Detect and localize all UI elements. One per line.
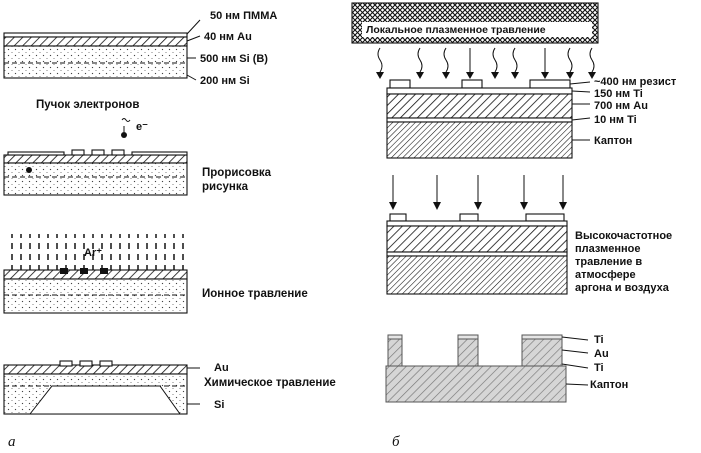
electron-beam-label: Пучок электронов xyxy=(36,99,139,111)
electron-beam-icon xyxy=(121,118,131,138)
panel-a: 50 нм ПММА 40 нм Au 500 нм Si (B) 200 нм… xyxy=(3,10,336,450)
final-label-au: Au xyxy=(594,348,609,360)
stack-a-chem-etch xyxy=(3,360,188,415)
stack-a-leaders xyxy=(186,19,201,81)
panel-b: Локальное плазменное травление xyxy=(351,2,677,450)
stack-b-leaders xyxy=(569,81,591,141)
step-rf-line1: Высокочастотное xyxy=(575,230,672,242)
stack-a-drawing xyxy=(3,149,188,196)
step-rf-line4: атмосфере xyxy=(575,269,636,281)
step-chem-etch: Химическое травление xyxy=(204,377,336,389)
final-label-ti-bottom: Ti xyxy=(594,362,604,374)
step-rf-line3: травление в xyxy=(575,256,642,268)
ion-label: Ar⁺ xyxy=(84,247,102,259)
label-ti-10: 10 нм Ti xyxy=(594,114,637,126)
step-drawing-line2: рисунка xyxy=(202,181,249,193)
label-kapton-1: Каптон xyxy=(594,135,632,147)
electron-symbol: e⁻ xyxy=(136,121,148,133)
plasma-wave-arrows xyxy=(376,47,596,79)
label-au-final: Au xyxy=(214,362,229,374)
stack-a-ion-etch xyxy=(3,234,188,314)
label-au-a: 40 нм Au xyxy=(204,31,252,43)
banner-text: Локальное плазменное травление xyxy=(366,24,546,36)
final-label-kapton: Каптон xyxy=(590,379,628,391)
panel-b-letter: б xyxy=(392,434,400,450)
stack-a-initial xyxy=(3,32,188,79)
step-drawing-line1: Прорисовка xyxy=(202,167,272,179)
label-resist: ~400 нм резист xyxy=(594,76,677,88)
stack-b-initial xyxy=(386,79,573,159)
step-ion-etch: Ионное травление xyxy=(202,288,308,300)
stack-b-final-leaders xyxy=(561,336,589,386)
label-si-final: Si xyxy=(214,399,224,411)
label-ti-150: 150 нм Ti xyxy=(594,88,643,100)
label-pmma: 50 нм ПММА xyxy=(210,10,277,22)
step-rf-line2: плазменное xyxy=(575,243,640,255)
label-si-200: 200 нм Si xyxy=(200,75,250,87)
panel-a-letter: а xyxy=(8,434,16,450)
final-label-ti-top: Ti xyxy=(594,334,604,346)
stack-b-final xyxy=(385,334,567,403)
plasma-banner xyxy=(351,2,599,44)
stack-b-rf-etch xyxy=(386,213,568,295)
label-si-b: 500 нм Si (B) xyxy=(200,53,268,65)
step-rf-line5: аргона и воздуха xyxy=(575,282,670,294)
label-au-700: 700 нм Au xyxy=(594,100,648,112)
rf-etch-arrows xyxy=(389,175,567,210)
